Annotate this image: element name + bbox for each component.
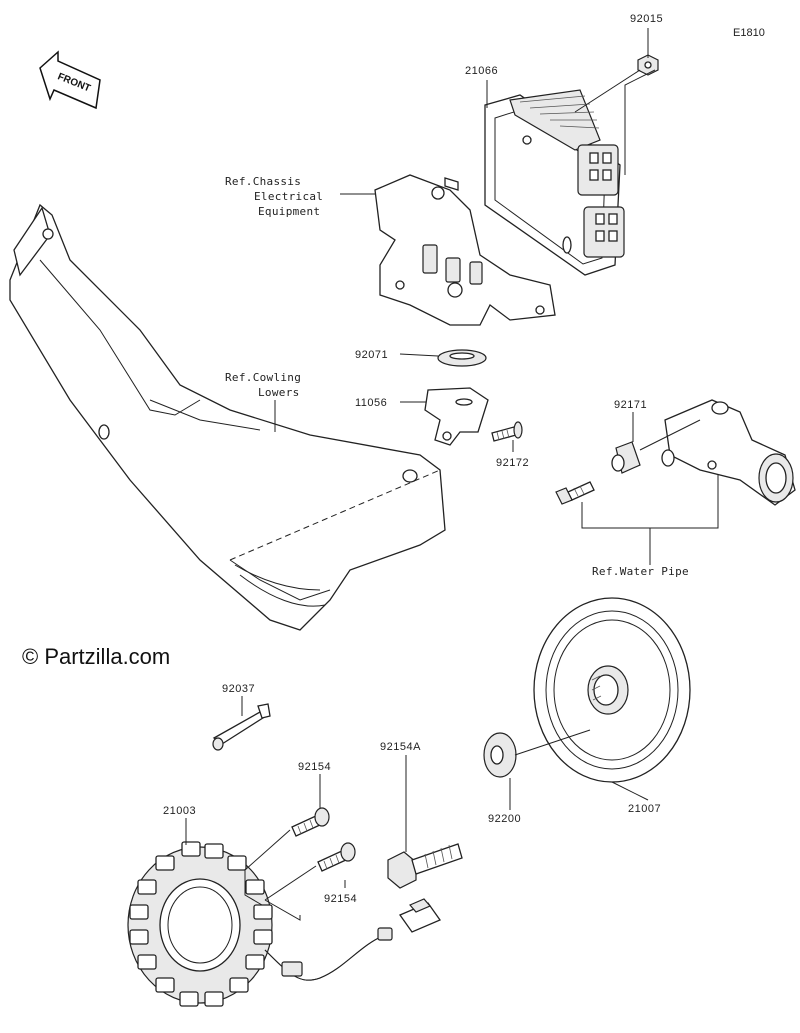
- ref-chassis-line-1: Ref.Chassis: [225, 175, 301, 188]
- bolt-92154-upper: [291, 807, 330, 837]
- clamp-92037: [212, 703, 271, 751]
- screw-92172: [491, 421, 523, 442]
- bracket-11056: [424, 387, 489, 446]
- water-pipe-fitting: [661, 399, 796, 506]
- label-part-92015: 92015: [630, 13, 663, 25]
- label-part-92172: 92172: [496, 457, 529, 469]
- stator-wire-harness: [264, 898, 441, 981]
- ref-cowling-line-1: Ref.Cowling: [225, 371, 301, 384]
- label-part-92154-lower: 92154: [324, 893, 357, 905]
- label-part-92200: 92200: [488, 813, 521, 825]
- leader-lines: [185, 28, 719, 921]
- label-part-11056: 11056: [355, 397, 387, 409]
- bolt-water-pipe: [555, 481, 595, 505]
- label-part-21066: 21066: [465, 65, 498, 77]
- ref-cowling-line-2: Lowers: [258, 386, 300, 399]
- bolt-92154-lower: [317, 842, 356, 872]
- stator-21003: [127, 841, 273, 1007]
- ref-water-pipe: Ref.Water Pipe: [592, 565, 689, 578]
- watermark: © Partzilla.com: [22, 644, 170, 669]
- clamp-92171: [611, 441, 641, 474]
- bolt-92154a: [387, 843, 463, 889]
- washer-92200: [483, 732, 517, 778]
- ref-chassis-line-3: Equipment: [258, 205, 320, 218]
- label-part-21003: 21003: [163, 805, 196, 817]
- label-part-92071: 92071: [355, 349, 388, 361]
- ref-chassis-line-2: Electrical: [254, 190, 323, 203]
- label-part-92037: 92037: [222, 683, 255, 695]
- grommet-92071: [437, 349, 487, 367]
- label-part-92171: 92171: [614, 399, 647, 411]
- diagram-code: E1810: [733, 27, 765, 39]
- label-part-92154-upper: 92154: [298, 761, 331, 773]
- regulator-rectifier-21066: [484, 89, 625, 276]
- mounting-bracket: [374, 174, 556, 326]
- cowling-lowers-illustration: [9, 203, 446, 631]
- flywheel-rotor-21007: [533, 597, 691, 783]
- label-part-21007: 21007: [628, 803, 661, 815]
- front-arrow-icon: FRONT: [39, 50, 101, 110]
- label-part-92154a: 92154A: [380, 741, 421, 753]
